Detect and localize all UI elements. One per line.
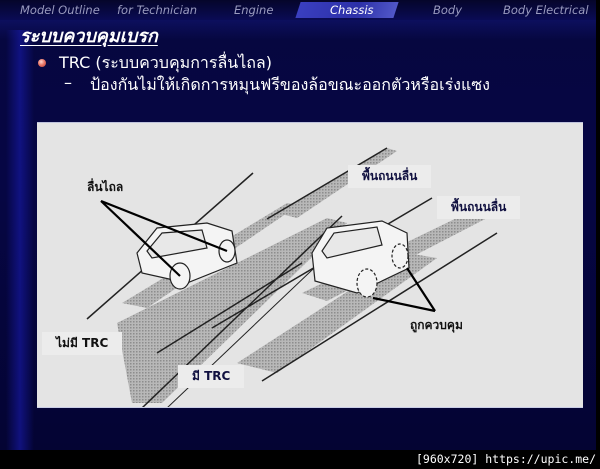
bullet-icon <box>38 59 46 67</box>
sub-bullet-dash: – <box>64 73 72 92</box>
page-title: ระบบควบคุมเบรก <box>20 26 158 47</box>
trc-illustration: ลื่นไถล พื้นถนนลื่น พื้นถนนลื่น ถูกควบคุ… <box>37 122 583 408</box>
image-source-caption: [960x720] https://upic.me/ <box>415 452 596 466</box>
road-illustration <box>86 147 498 407</box>
label-slippery-road-2: พื้นถนนลื่น <box>437 196 521 219</box>
nav-band-decoration <box>0 20 596 40</box>
nav-item-for-technician[interactable]: for Technician <box>117 3 198 17</box>
nav-item-model-outline[interactable]: Model Outline <box>20 3 100 17</box>
left-glow-decoration <box>6 30 34 450</box>
nav-item-chassis[interactable]: Chassis <box>330 3 374 17</box>
slide: Model Outline for Technician Engine Chas… <box>0 0 596 450</box>
nav-item-body-electrical[interactable]: Body Electrical <box>503 3 589 17</box>
label-without-trc: ไม่มี TRC <box>42 332 123 355</box>
label-controlled: ถูกควบคุม <box>410 318 463 332</box>
label-with-trc: มี TRC <box>178 365 245 388</box>
label-slip: ลื่นไถล <box>87 180 124 194</box>
bullet-text: TRC (ระบบควบคุมการลื่นไถล) <box>59 53 272 72</box>
label-slippery-road-1: พื้นถนนลื่น <box>348 165 432 188</box>
sub-bullet-text: ป้องกันไม่ให้เกิดการหมุนฟรีของล้อขณะออกต… <box>90 75 490 94</box>
nav-item-engine[interactable]: Engine <box>234 3 274 17</box>
nav-item-body[interactable]: Body <box>433 3 463 17</box>
